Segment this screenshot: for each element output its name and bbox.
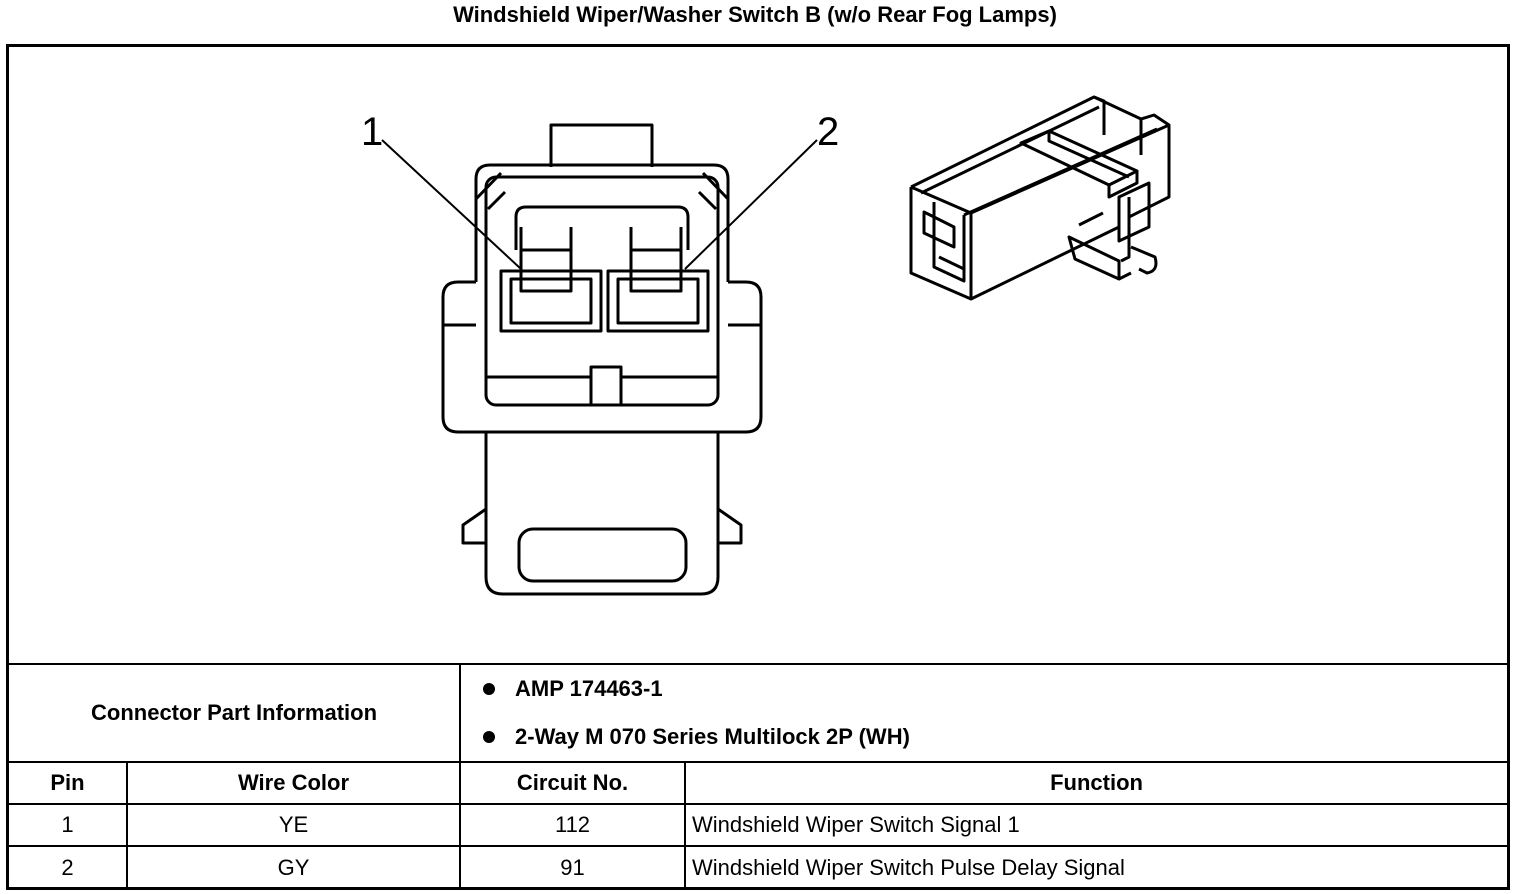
header-pin: Pin (9, 761, 128, 805)
header-function: Function (684, 761, 1508, 805)
cell-circuit-no: 112 (459, 803, 687, 847)
pin-2-callout: 2 (817, 110, 839, 154)
part-item: 2-Way M 070 Series Multilock 2P (WH) (483, 713, 1507, 761)
page-title: Windshield Wiper/Washer Switch B (w/o Re… (453, 2, 1057, 27)
table-header-row: Pin Wire Color Circuit No. Function (9, 761, 1508, 805)
part-description: 2-Way M 070 Series Multilock 2P (WH) (515, 724, 910, 749)
connector-drawing: 1 2 (361, 95, 1171, 596)
connector-part-row: Connector Part Information AMP 174463-1 … (9, 663, 1508, 763)
table-row: 2 GY 91 Windshield Wiper Switch Pulse De… (9, 845, 1508, 889)
header-circuit-no: Circuit No. (459, 761, 687, 805)
connector-info-table: Connector Part Information AMP 174463-1 … (9, 663, 1508, 889)
cell-circuit-no: 91 (459, 845, 687, 889)
pin-1-callout: 1 (361, 110, 383, 154)
cell-function: Windshield Wiper Switch Signal 1 (684, 803, 1508, 847)
cell-wire-color: GY (125, 845, 462, 889)
bullet-icon (483, 731, 496, 743)
connector-part-list: AMP 174463-1 2-Way M 070 Series Multiloc… (459, 663, 1508, 763)
cell-wire-color: YE (125, 803, 462, 847)
bullet-icon (483, 683, 496, 695)
part-number: AMP 174463-1 (515, 676, 663, 701)
connector-face-view (441, 123, 763, 596)
header-wire-color: Wire Color (125, 761, 462, 805)
connector-isometric-view (909, 95, 1171, 301)
cell-pin: 1 (9, 803, 128, 847)
part-item: AMP 174463-1 (483, 665, 1507, 713)
cell-function: Windshield Wiper Switch Pulse Delay Sign… (684, 845, 1508, 889)
cell-pin: 2 (9, 845, 128, 889)
diagram-frame: 1 2 Connector Part Information AMP 17446… (6, 44, 1510, 890)
table-row: 1 YE 112 Windshield Wiper Switch Signal … (9, 803, 1508, 847)
connector-part-label: Connector Part Information (9, 663, 462, 763)
